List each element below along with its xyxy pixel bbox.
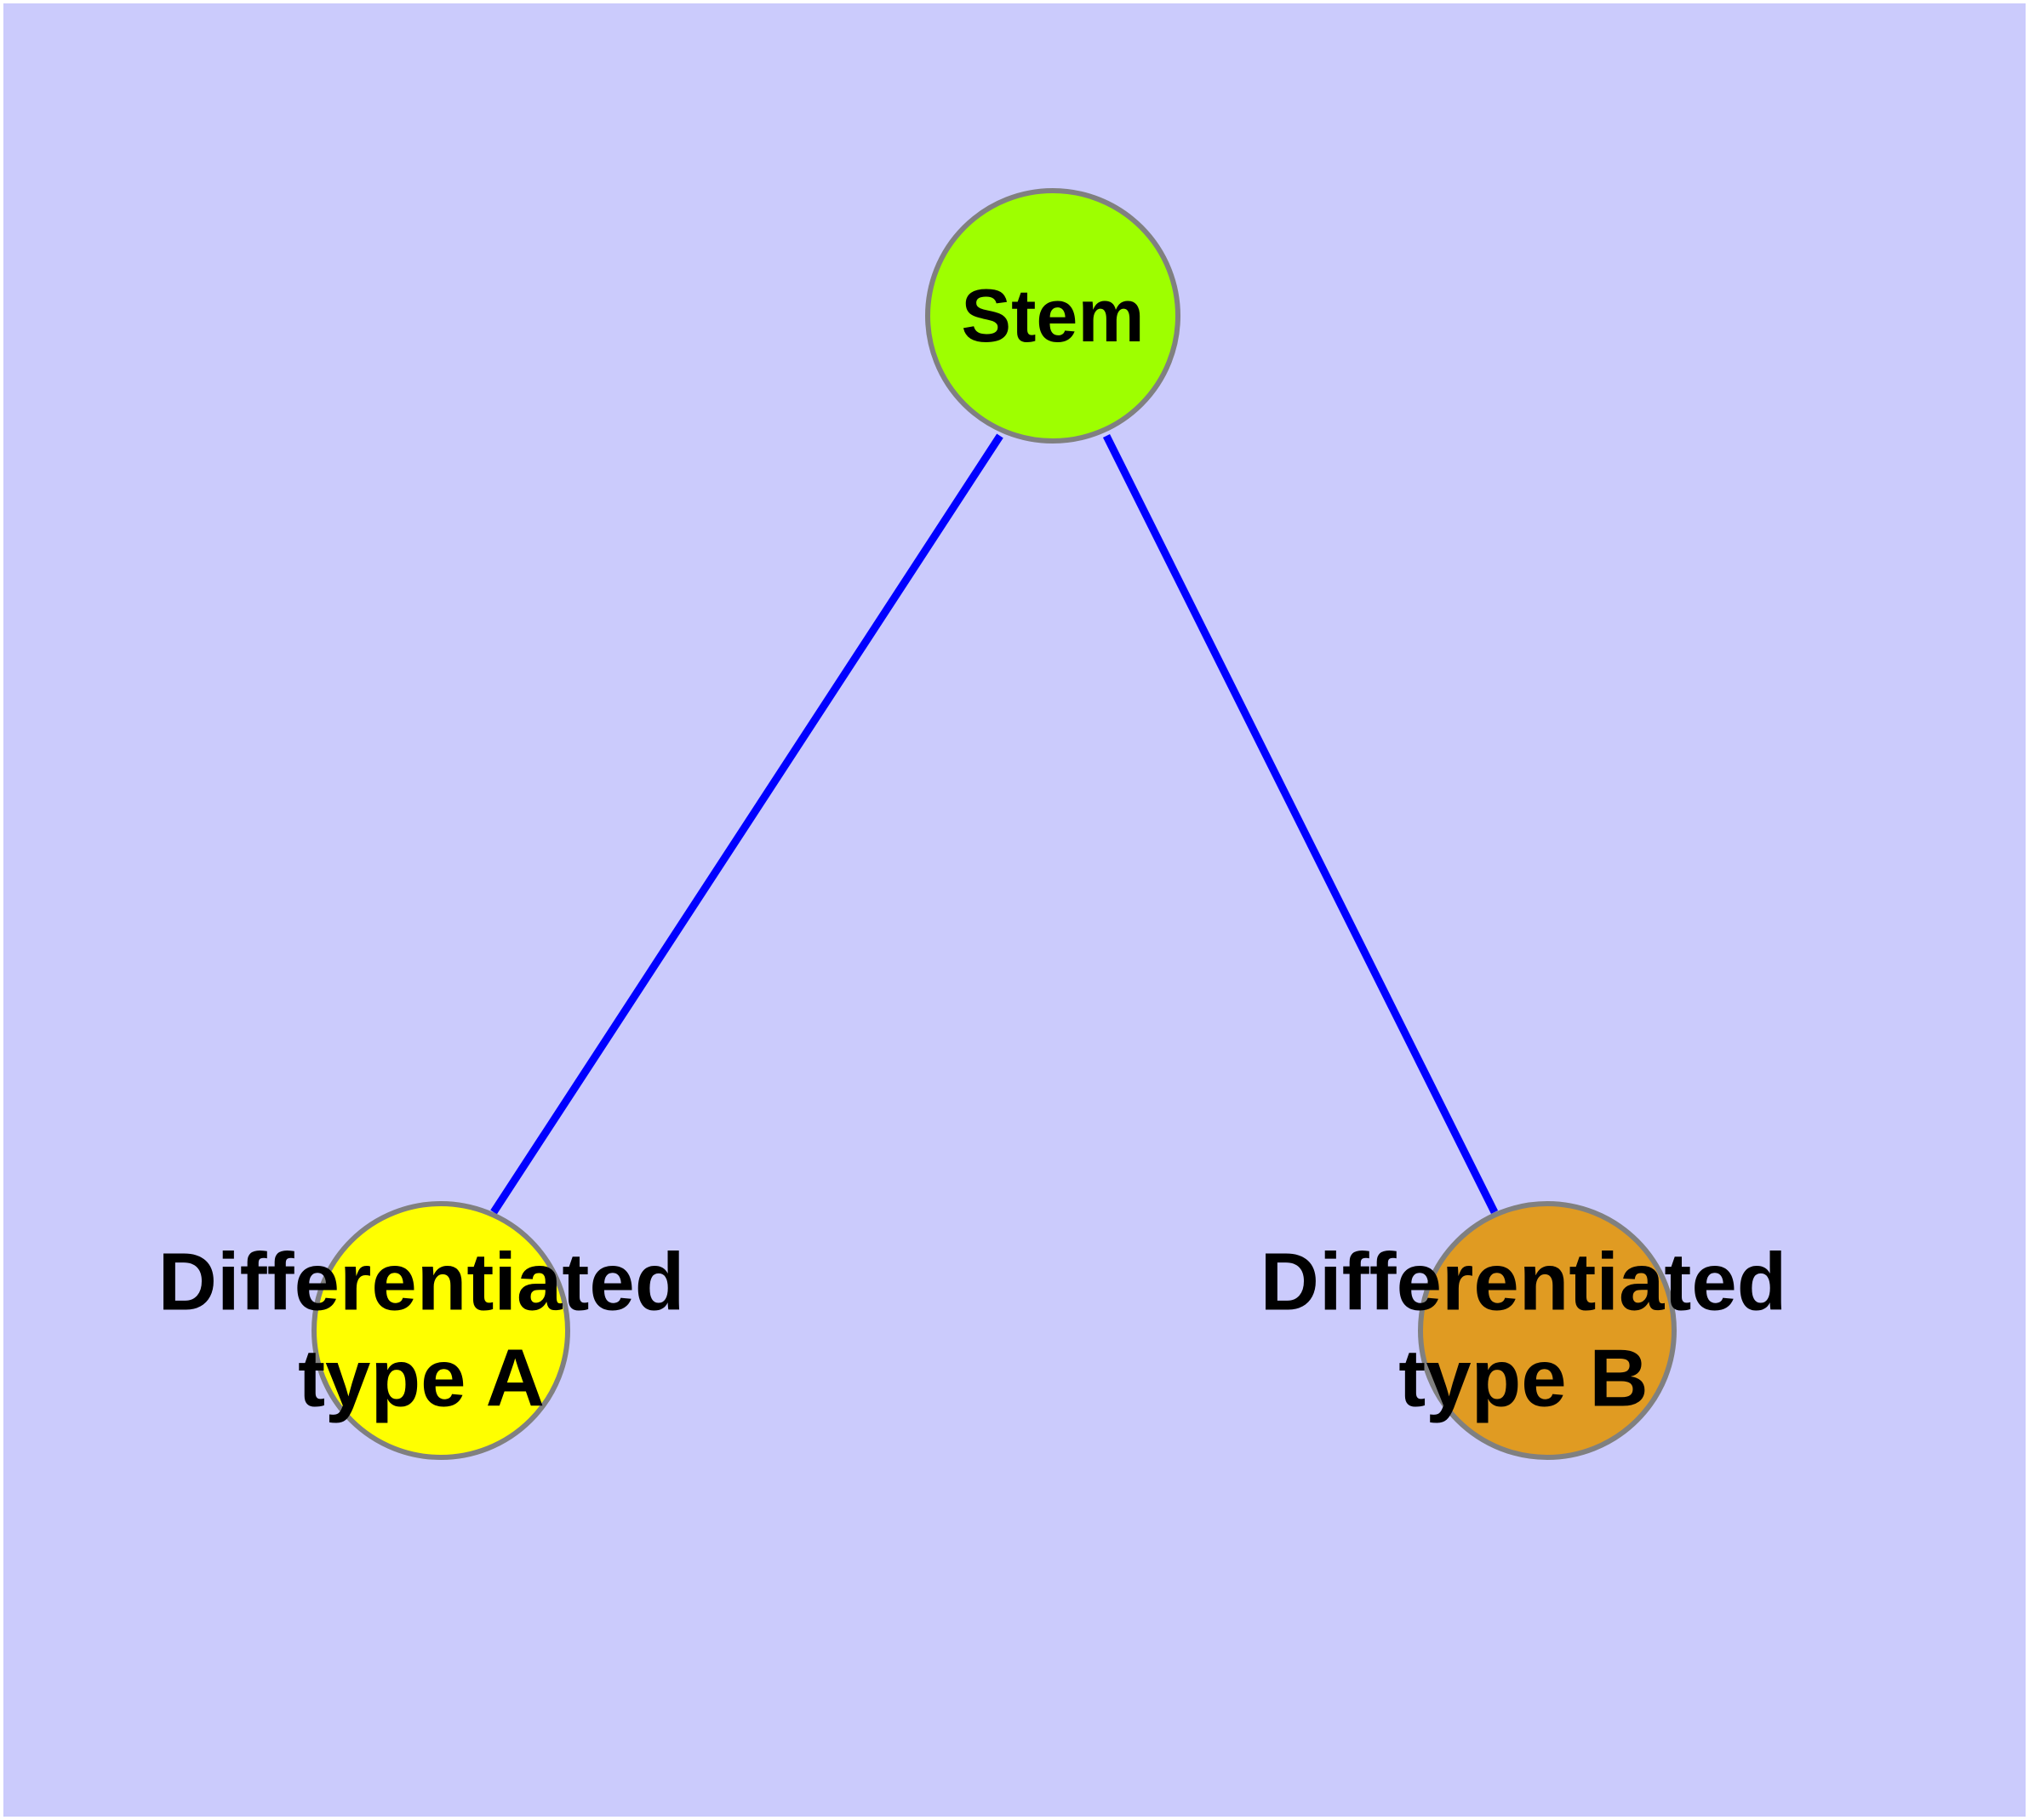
- node-stem[interactable]: [925, 188, 1180, 444]
- node-differentiated-type-a[interactable]: [311, 1201, 570, 1460]
- node-differentiated-type-b[interactable]: [1418, 1201, 1677, 1460]
- edges-group: [490, 433, 1499, 1215]
- edge-stem-to-differentiated-type-a: [490, 433, 1003, 1215]
- edge-stem-to-differentiated-type-b: [1102, 433, 1499, 1215]
- nodes-group: [311, 188, 1677, 1460]
